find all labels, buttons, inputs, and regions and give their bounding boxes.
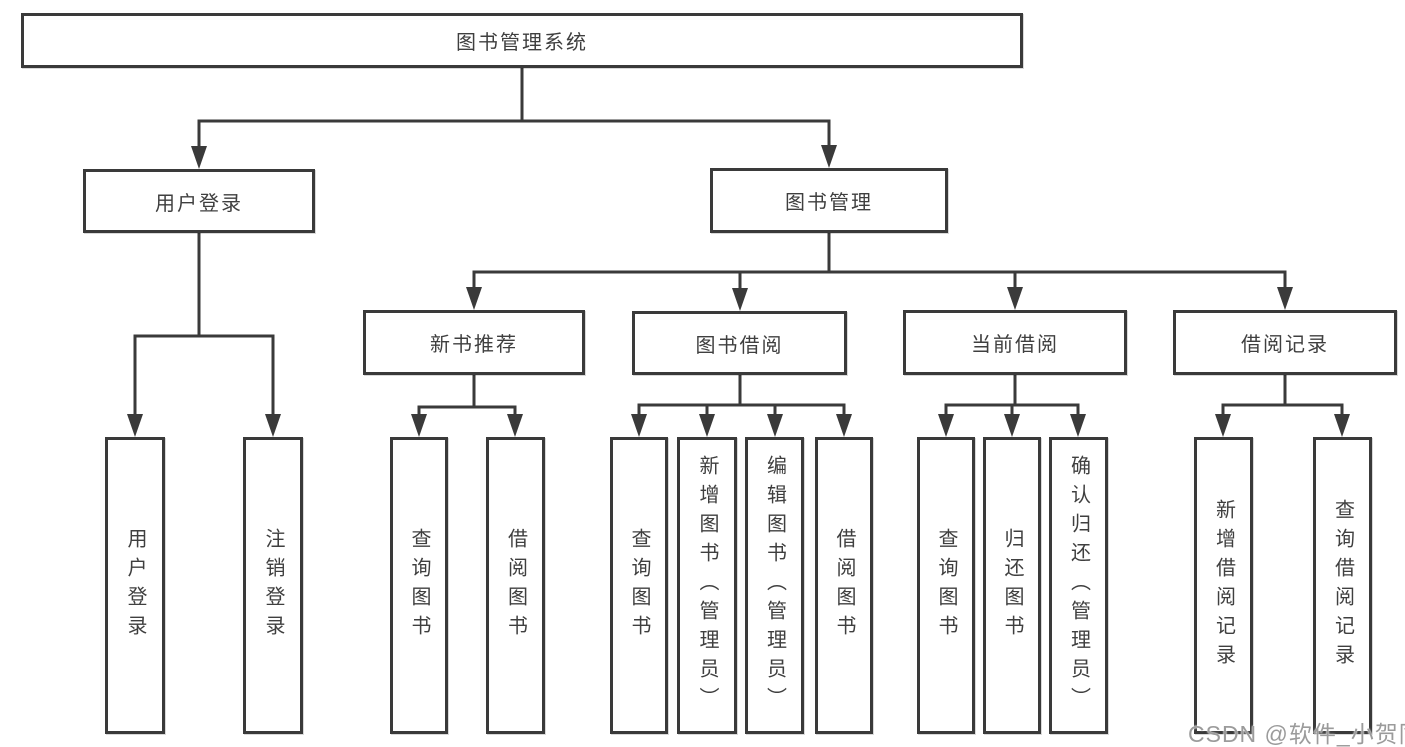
leaf-edit-books-admin: 编辑图书（管理员） [745, 437, 804, 734]
arrowhead-down-icon [767, 414, 783, 437]
arrowhead-down-icon [821, 145, 837, 168]
arrowhead-down-icon [631, 414, 647, 437]
arrowhead-down-icon [1215, 414, 1231, 437]
arrowhead-down-icon [732, 288, 748, 311]
arrowhead-down-icon [699, 414, 715, 437]
leaf-borrow-books-2: 借阅图书 [815, 437, 873, 734]
leaf-logout: 注销登录 [243, 437, 303, 734]
leaf-add-books-admin: 新增图书（管理员） [677, 437, 737, 734]
leaf-query-books-2: 查询图书 [610, 437, 668, 734]
arrowhead-down-icon [1007, 287, 1023, 310]
leaf-borrow-books-1: 借阅图书 [486, 437, 545, 734]
arrowhead-down-icon [1070, 414, 1086, 437]
csdn-watermark: CSDN @软件_小贺同学 [1188, 721, 1405, 747]
arrowhead-down-icon [1334, 414, 1350, 437]
node-library-management-system: 图书管理系统 [21, 13, 1023, 68]
arrowhead-down-icon [1004, 414, 1020, 437]
arrowhead-down-icon [938, 414, 954, 437]
leaf-user-login: 用户登录 [105, 437, 165, 734]
leaf-return-books: 归还图书 [983, 437, 1041, 734]
arrowhead-down-icon [1277, 287, 1293, 310]
leaf-confirm-return-admin: 确认归还（管理员） [1049, 437, 1108, 734]
node-user-login: 用户登录 [83, 169, 315, 233]
leaf-add-borrow-record: 新增借阅记录 [1194, 437, 1253, 734]
leaf-query-books-3: 查询图书 [917, 437, 975, 734]
node-book-management: 图书管理 [710, 168, 948, 233]
arrowhead-down-icon [507, 414, 523, 437]
node-book-borrow: 图书借阅 [632, 311, 847, 375]
arrowhead-down-icon [127, 414, 143, 437]
arrowhead-down-icon [265, 414, 281, 437]
leaf-query-borrow-record: 查询借阅记录 [1313, 437, 1372, 734]
arrowhead-down-icon [836, 414, 852, 437]
node-current-borrow: 当前借阅 [903, 310, 1127, 375]
leaf-query-books-1: 查询图书 [390, 437, 448, 734]
arrowhead-down-icon [411, 414, 427, 437]
arrowhead-down-icon [466, 287, 482, 310]
node-new-book-recommend: 新书推荐 [363, 310, 585, 375]
arrowhead-down-icon [191, 146, 207, 169]
node-borrow-records: 借阅记录 [1173, 310, 1397, 375]
